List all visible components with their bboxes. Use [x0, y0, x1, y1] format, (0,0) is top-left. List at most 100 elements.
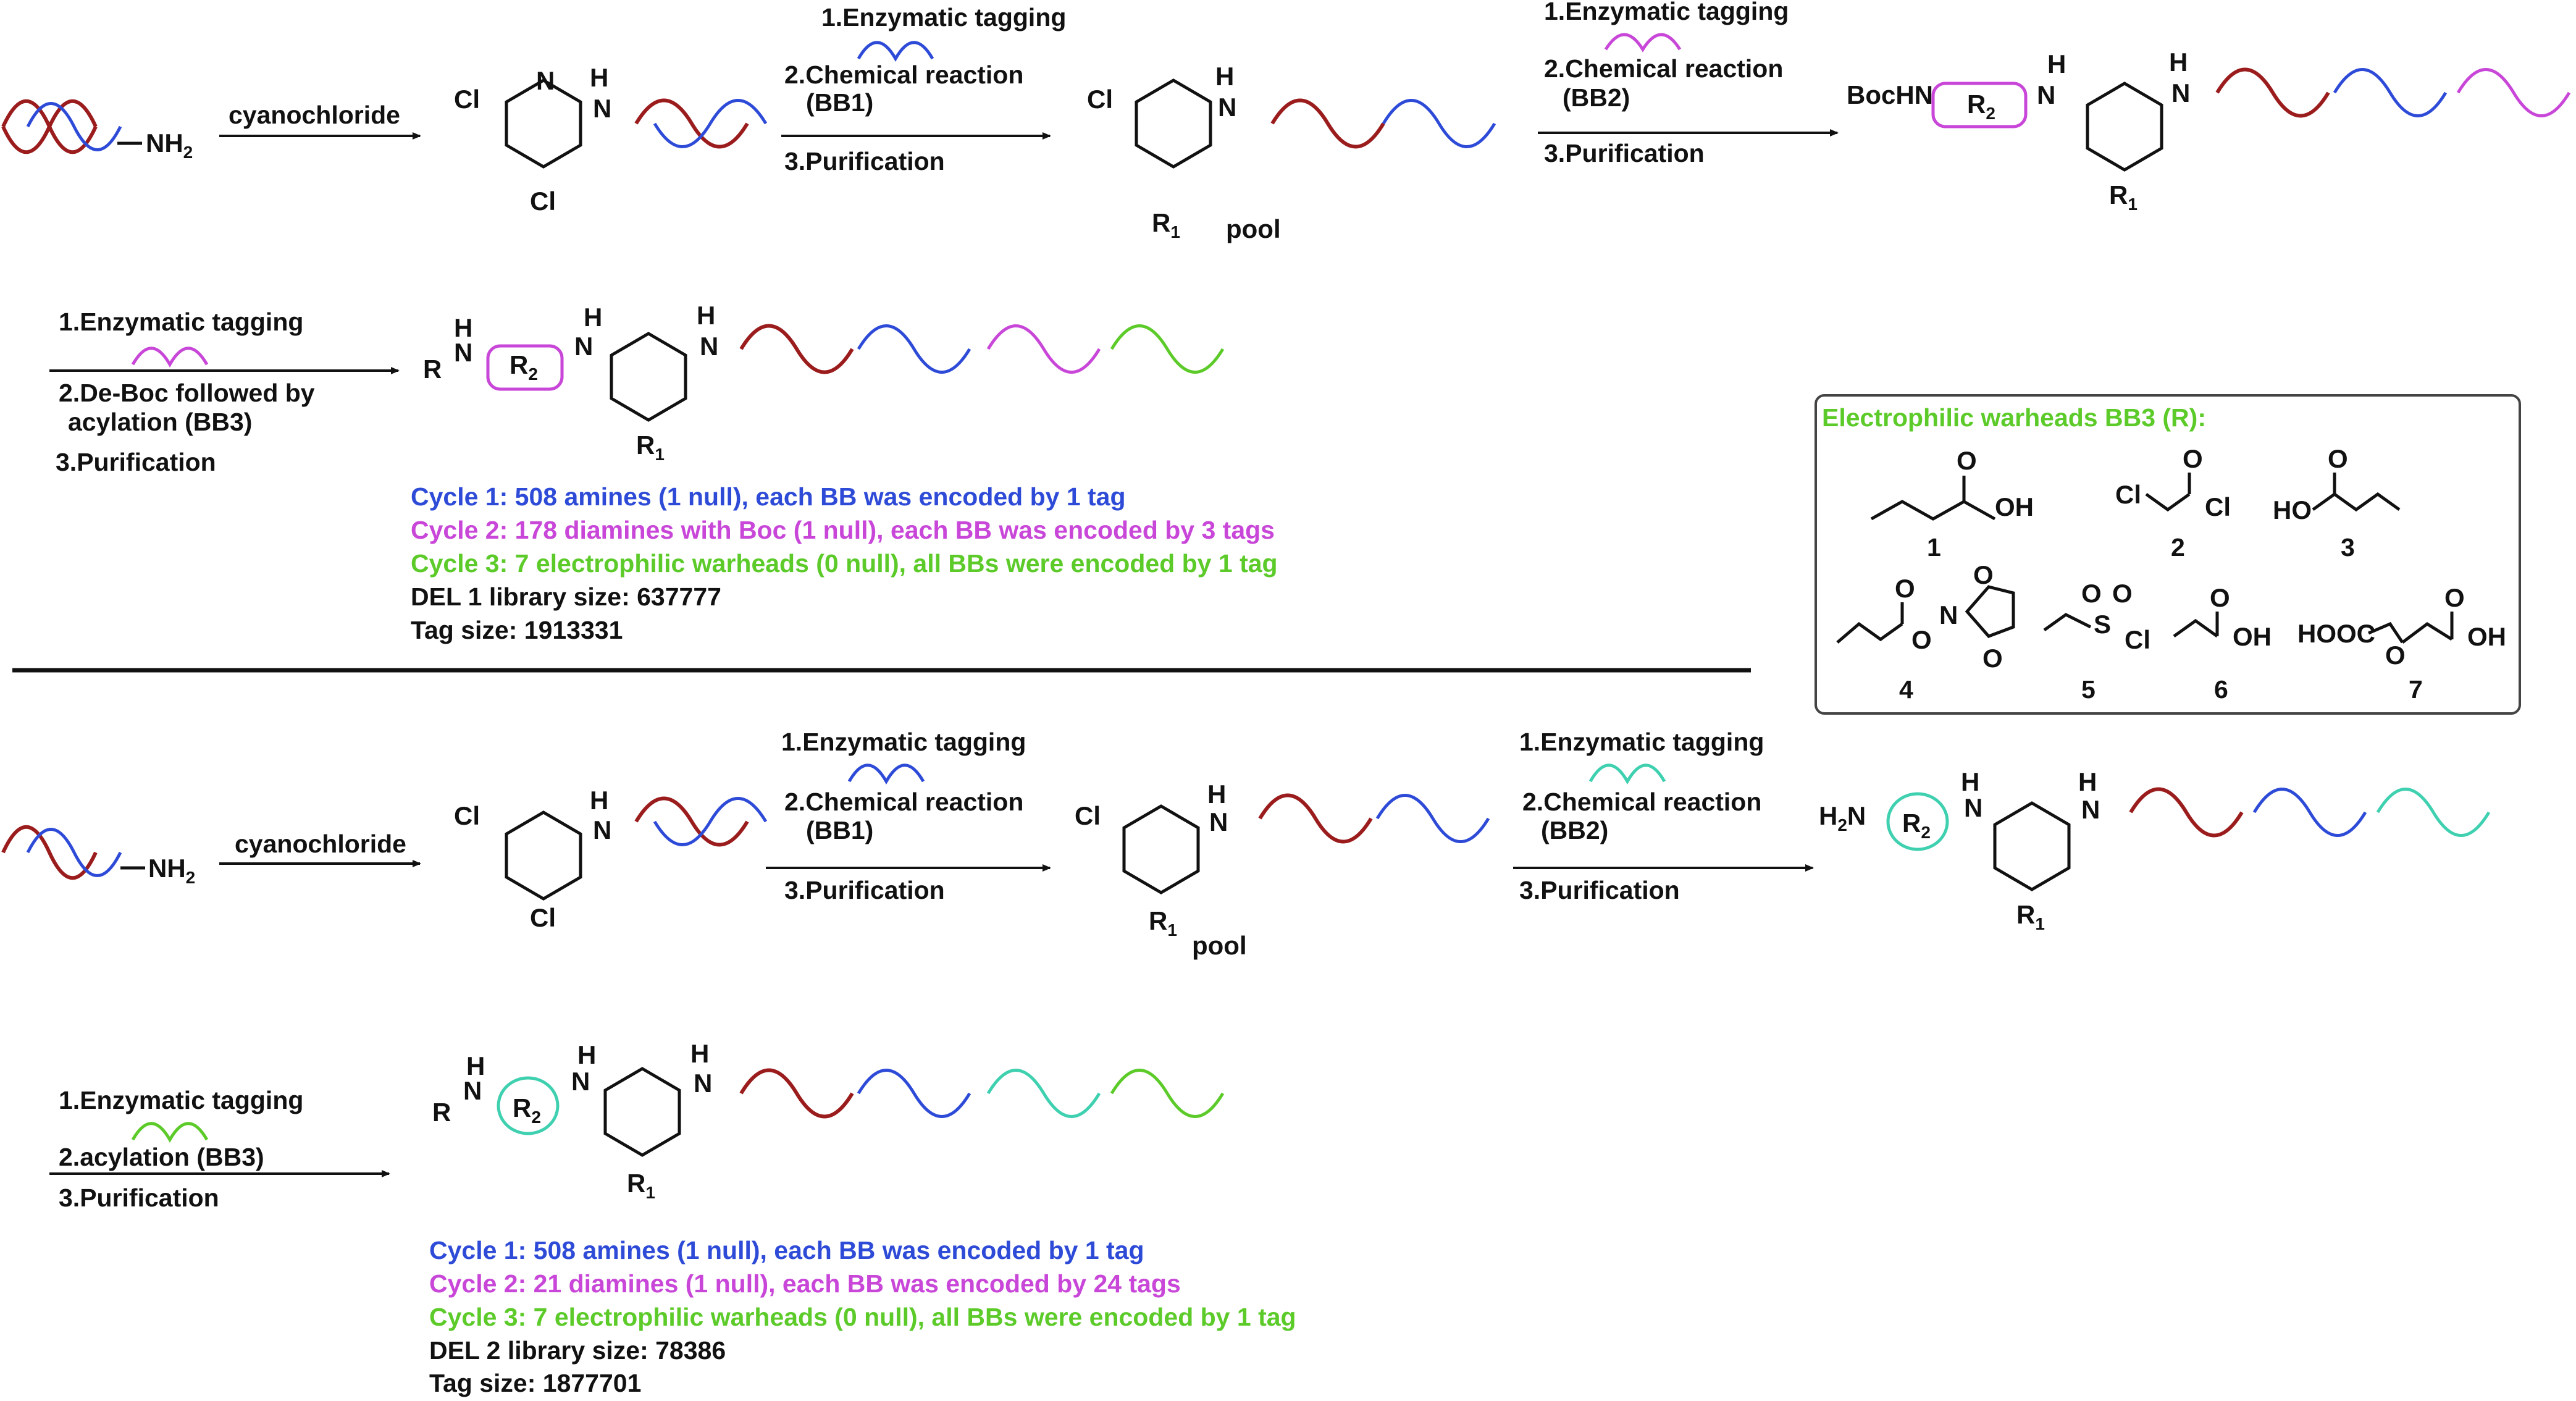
bond — [2368, 621, 2404, 644]
o-label: O — [1895, 574, 1915, 603]
dna-tag — [986, 324, 1101, 374]
dna-tag — [739, 1068, 854, 1119]
dna-tag — [634, 796, 749, 847]
o-label: O — [1957, 446, 1977, 475]
warhead-2: Cl O Cl 2 — [2115, 444, 2231, 562]
warhead-number: 6 — [2214, 675, 2228, 704]
o-label: O — [2112, 579, 2133, 608]
warhead-number: 4 — [1899, 675, 1913, 704]
del1-cycle2: Cycle 2: 178 diamines with Boc (1 null),… — [411, 516, 1275, 544]
dna-tag — [2376, 788, 2491, 837]
cyanochloride-label-1: cyanochloride — [229, 101, 400, 129]
warhead-5: O O S Cl 5 — [2043, 579, 2150, 704]
n-label: N — [463, 1076, 482, 1105]
chemical-reaction-1: 2.Chemical reaction — [784, 61, 1023, 89]
warhead-number: 3 — [2341, 533, 2355, 562]
triazine-2: Cl R1 pool H N — [1087, 62, 1496, 243]
cyanochloride-label-2: cyanochloride — [235, 830, 406, 858]
bond — [2173, 618, 2218, 638]
teal-tag-icon — [1588, 764, 1666, 785]
del2-library-size: DEL 2 library size: 78386 — [429, 1336, 726, 1365]
dna-tag — [2129, 787, 2244, 838]
h-label: H — [2078, 767, 2097, 796]
n-label: N — [1209, 807, 1228, 836]
warhead-6: O OH 6 — [2173, 583, 2272, 704]
enzymatic-tagging-5: 1.Enzymatic tagging — [1519, 728, 1764, 756]
blue-tag-icon — [847, 764, 925, 785]
o-label: O — [1973, 560, 1994, 589]
amine-label: NH2 — [146, 128, 193, 162]
o-label: O — [1911, 625, 1932, 654]
cl-label: Cl — [530, 187, 556, 216]
dna-start-2: NH2 — [1, 825, 195, 887]
h-label: H — [577, 1040, 596, 1069]
n-label: N — [1939, 600, 1958, 629]
n-label: N — [593, 94, 611, 123]
dna-tag — [1110, 324, 1225, 374]
r1-label: R1 — [1149, 906, 1177, 940]
green-tag-icon — [131, 1122, 209, 1143]
r2-box — [1931, 82, 2028, 128]
r1-label: R1 — [636, 431, 665, 464]
r2-label: R2 — [513, 1093, 541, 1127]
n-label: N — [694, 1069, 712, 1098]
cl-label: Cl — [2125, 625, 2150, 654]
r2-circle — [1886, 792, 1949, 851]
n-label: N — [571, 1067, 590, 1096]
oh-label: OH — [2467, 622, 2506, 651]
cl-label: Cl — [1087, 85, 1113, 114]
warheads-frame — [1815, 394, 2521, 715]
r2-label: R2 — [1902, 809, 1931, 842]
dna-tag — [739, 324, 854, 374]
h-label: H — [1215, 62, 1234, 91]
dna-strand-b — [26, 828, 122, 877]
o-label: O — [2183, 444, 2203, 473]
r2-circle — [497, 1076, 560, 1135]
enzymatic-tagging-4: 1.Enzymatic tagging — [781, 728, 1026, 756]
o-label: O — [2444, 583, 2465, 612]
triazine-ring — [1135, 78, 1212, 169]
dna-start-1: NH2 — [1, 99, 193, 162]
cl-label: Cl — [2115, 480, 2141, 509]
triazine-ring — [505, 78, 582, 169]
bochn-label: BocHN — [1847, 80, 1933, 109]
h-label: H — [590, 786, 608, 815]
del2-cycle1: Cycle 1: 508 amines (1 null), each BB wa… — [429, 1236, 1144, 1264]
n-label: N — [2081, 795, 2100, 824]
deboc-line2: acylation (BB3) — [68, 408, 252, 436]
cl-label: Cl — [1075, 801, 1101, 830]
warhead-4: O O N O O 4 — [1836, 560, 2015, 704]
r1-label: R1 — [2016, 900, 2045, 933]
hooc-label: HOOC — [2297, 619, 2375, 648]
o-label: O — [2328, 444, 2348, 473]
warhead-1: O OH 1 — [1870, 446, 2034, 562]
warheads-title: Electrophilic warheads BB3 (R): — [1822, 403, 2206, 432]
h-label: H — [690, 1039, 709, 1068]
purification-4: 3.Purification — [784, 876, 945, 904]
h2n-product: H2N R2 H N R1 H N — [1819, 767, 2491, 933]
del2-final-product: R H N R2 H N R1 H N — [432, 1039, 1225, 1202]
r1-label: R1 — [627, 1169, 655, 1202]
del1-library-size: DEL 1 library size: 637777 — [411, 583, 721, 611]
succinimide-ring — [1965, 585, 2015, 638]
n-label: N — [536, 66, 555, 95]
del1-final-product: R H N R2 H N R1 H N — [423, 301, 1225, 464]
h-label: H — [454, 313, 472, 342]
bond — [1870, 500, 1996, 521]
dna-tag — [1258, 793, 1373, 844]
o-label: O — [2385, 641, 2406, 670]
bond — [1836, 621, 1903, 644]
dna-strand-a — [1, 825, 98, 880]
cl-label: Cl — [454, 85, 480, 114]
cl-label: Cl — [530, 903, 556, 932]
purification-3: 3.Purification — [56, 448, 216, 476]
purification-5: 3.Purification — [1519, 876, 1680, 904]
dna-tag — [1382, 99, 1496, 148]
purification-6: 3.Purification — [59, 1184, 219, 1212]
h-label: H — [697, 301, 715, 330]
dna-blue-1 — [26, 102, 122, 151]
n-label: N — [1964, 793, 1982, 822]
triazine-ring — [1993, 801, 2071, 891]
chemical-reaction-2: 2.Chemical reaction — [1544, 54, 1783, 83]
